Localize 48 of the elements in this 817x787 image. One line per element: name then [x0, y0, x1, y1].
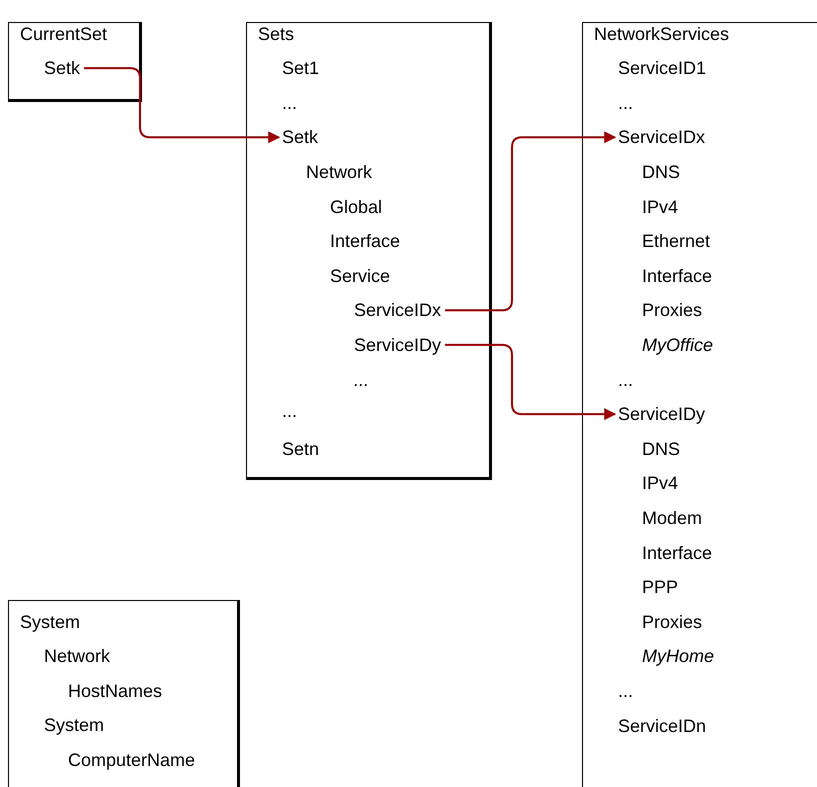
connector-arrow — [445, 344, 616, 420]
list-panel — [8, 22, 142, 102]
list-item: ServiceIDx — [354, 299, 442, 322]
list-item: MyOffice — [642, 334, 714, 356]
panel-heading: System — [20, 610, 80, 632]
list-item: Setn — [282, 438, 320, 460]
list-item: ComputerName — [68, 748, 196, 771]
list-item: ServiceIDx — [618, 126, 706, 148]
panel-heading: Sets — [258, 22, 294, 44]
list-item: System — [44, 714, 104, 736]
list-item: Interface — [642, 542, 712, 564]
list-item: PPP — [642, 576, 678, 598]
list-panel — [582, 22, 817, 787]
list-item: Network — [44, 645, 110, 668]
list-item: Interface — [330, 230, 400, 252]
list-item: Setk — [282, 126, 318, 148]
list-panel — [8, 600, 240, 787]
list-item: ... — [282, 92, 298, 114]
list-item: ... — [354, 368, 370, 390]
list-item: IPv4 — [642, 196, 678, 218]
list-item: Ethernet — [642, 230, 710, 252]
list-item: ... — [282, 400, 298, 422]
connector-arrow — [84, 67, 280, 144]
connector-arrow — [445, 131, 616, 312]
list-item: Set1 — [282, 57, 320, 80]
list-item: DNS — [642, 438, 680, 460]
panel-heading: NetworkServices — [594, 22, 730, 44]
list-item: ServiceIDy — [618, 403, 706, 426]
list-panel — [246, 22, 492, 480]
list-item: Modem — [642, 506, 702, 529]
list-item: ServiceIDn — [618, 714, 706, 736]
list-item: HostNames — [68, 680, 162, 702]
list-item: Global — [330, 196, 382, 218]
list-item: Interface — [642, 264, 712, 287]
list-item: ... — [618, 368, 634, 390]
list-item: ServiceID1 — [618, 57, 706, 80]
list-item: ... — [618, 92, 634, 114]
list-item: Proxies — [642, 610, 702, 633]
list-item: ServiceIDy — [354, 334, 442, 356]
list-item: MyHome — [642, 645, 714, 668]
list-item: Setk — [44, 57, 80, 80]
list-item: Proxies — [642, 299, 702, 322]
panel-heading: CurrentSet — [20, 22, 108, 44]
list-item: DNS — [642, 160, 680, 183]
list-item: Service — [330, 264, 390, 287]
list-item: IPv4 — [642, 472, 678, 494]
list-item: ... — [618, 680, 634, 702]
list-item: Network — [306, 160, 372, 183]
